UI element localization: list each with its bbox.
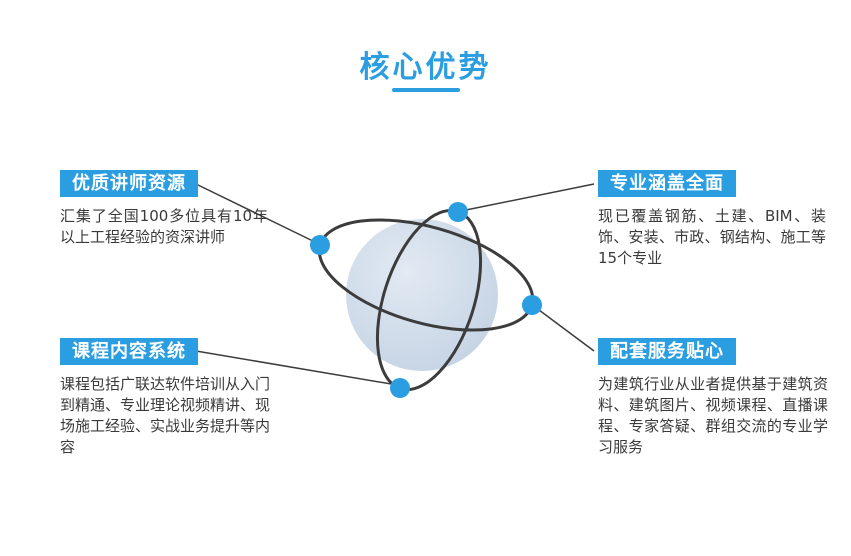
- orbit-node-dot-right: [522, 295, 542, 315]
- feature-tag: 专业涵盖全面: [598, 170, 736, 197]
- connector-line-bottom-right: [534, 306, 595, 352]
- feature-block-lecturers: 优质讲师资源 汇集了全国100多位具有10年以上工程经验的资深讲师: [60, 170, 268, 248]
- feature-block-courses: 课程内容系统 课程包括广联达软件培训从入门到精通、专业理论视频精讲、现场施工经验…: [60, 338, 270, 458]
- feature-description: 为建筑行业从业者提供基于建筑资料、建筑图片、视频课程、直播课程、专家答疑、群组交…: [598, 375, 828, 456]
- feature-tag: 课程内容系统: [60, 338, 198, 365]
- orbit-node-dot-bottom: [390, 378, 410, 398]
- orbit-node-dot-top: [448, 202, 468, 222]
- feature-tag: 优质讲师资源: [60, 170, 198, 197]
- feature-block-coverage: 专业涵盖全面 现已覆盖钢筋、土建、BIM、装饰、安装、市政、钢结构、施工等15个…: [598, 170, 826, 269]
- orbit-node-dot-left: [310, 235, 330, 255]
- feature-tag: 配套服务贴心: [598, 338, 736, 365]
- title-underline-decoration: [391, 88, 460, 92]
- feature-block-services: 配套服务贴心 为建筑行业从业者提供基于建筑资料、建筑图片、视频课程、直播课程、专…: [598, 338, 828, 458]
- feature-description: 现已覆盖钢筋、土建、BIM、装饰、安装、市政、钢结构、施工等15个专业: [598, 207, 826, 267]
- feature-description: 汇集了全国100多位具有10年以上工程经验的资深讲师: [60, 207, 268, 246]
- connector-line-top-right: [460, 183, 595, 212]
- globe-sphere: [346, 219, 498, 371]
- feature-description: 课程包括广联达软件培训从入门到精通、专业理论视频精讲、现场施工经验、实战业务提升…: [60, 375, 271, 456]
- page-title: 核心优势: [359, 50, 492, 85]
- orbit-ring-horizontal: [317, 218, 535, 332]
- orbit-ring-vertical: [375, 208, 483, 392]
